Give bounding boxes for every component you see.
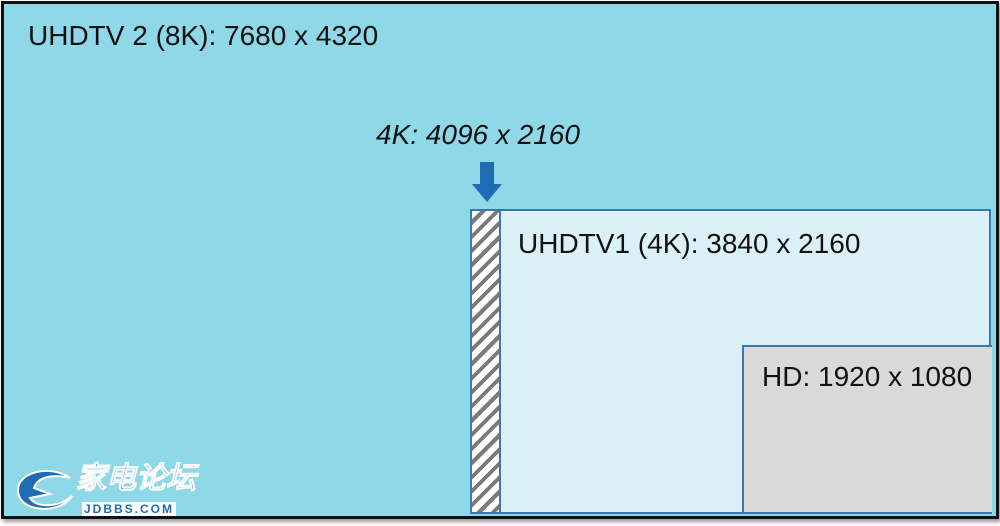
watermark-site: JDBBS.COM — [82, 502, 177, 516]
hd-frame — [742, 345, 992, 514]
down-arrow-icon — [472, 162, 502, 202]
uhdtv1-label: UHDTV1 (4K): 3840 x 2160 — [518, 228, 861, 259]
dci-4k-label: 4K: 4096 x 2160 — [376, 119, 580, 150]
watermark-cn: 家电论坛 — [76, 462, 197, 496]
logo-swirl-icon — [16, 469, 73, 510]
jdbbs-watermark-logo: 家电论坛 JDBBS.COM — [10, 462, 230, 522]
dci-4k-extra-strip — [470, 209, 501, 514]
uhdtv2-label: UHDTV 2 (8K): 7680 x 4320 — [28, 20, 379, 51]
hd-label: HD: 1920 x 1080 — [762, 361, 973, 392]
